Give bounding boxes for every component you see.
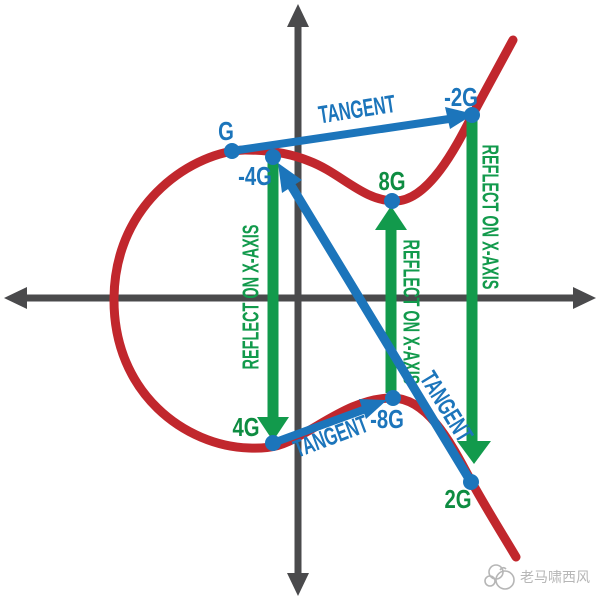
right-arrowhead — [359, 399, 387, 419]
tangent-arrow-4g-to-minus8g — [269, 399, 387, 447]
point-g — [224, 143, 240, 159]
reflect-arrow-minus2g-to-2g — [457, 120, 491, 464]
point-plus8g — [384, 193, 400, 209]
point-label-g: G — [218, 117, 234, 146]
point-minus2g — [464, 107, 480, 123]
point-label-minus8g: -8G — [370, 405, 404, 434]
y-axis — [287, 4, 309, 596]
down-arrowhead — [457, 441, 491, 464]
reflect-right-label: REFLECT ON X-AXIS — [476, 145, 501, 290]
upleft-arrowhead — [278, 163, 302, 193]
point-minus8g — [385, 390, 401, 406]
reflect-left-label: REFLECT ON X-AXIS — [239, 224, 264, 369]
point-label-plus2g: 2G — [444, 485, 471, 514]
reflect-arrow-minus4g-to-4g — [257, 162, 289, 441]
tangent-arrow-2g-to-minus4g — [278, 163, 476, 487]
watermark: 老马啸西风 — [484, 564, 590, 590]
point-plus2g — [463, 474, 479, 490]
y-axis-bottom-arrowhead — [287, 573, 309, 596]
point-label-minus4g: -4G — [238, 162, 272, 191]
point-minus4g — [265, 149, 281, 165]
x-axis-right-arrowhead — [573, 287, 596, 309]
point-label-minus2g: -2G — [444, 83, 478, 112]
point-label-plus8g: 8G — [378, 167, 405, 196]
watermark-text: 老马啸西风 — [520, 570, 590, 586]
up-arrowhead — [375, 206, 407, 230]
point-label-plus4g: 4G — [232, 413, 259, 442]
reflect-arrow-minus8g-to-8g — [375, 206, 407, 393]
x-axis-left-arrowhead — [4, 287, 27, 309]
y-axis-top-arrowhead — [287, 4, 309, 27]
tangent-top-label: TANGENT — [317, 91, 398, 130]
mascot-icon — [484, 564, 515, 590]
elliptic-curve — [109, 35, 521, 562]
point-plus4g — [265, 435, 281, 451]
down-arrowhead — [257, 417, 289, 441]
